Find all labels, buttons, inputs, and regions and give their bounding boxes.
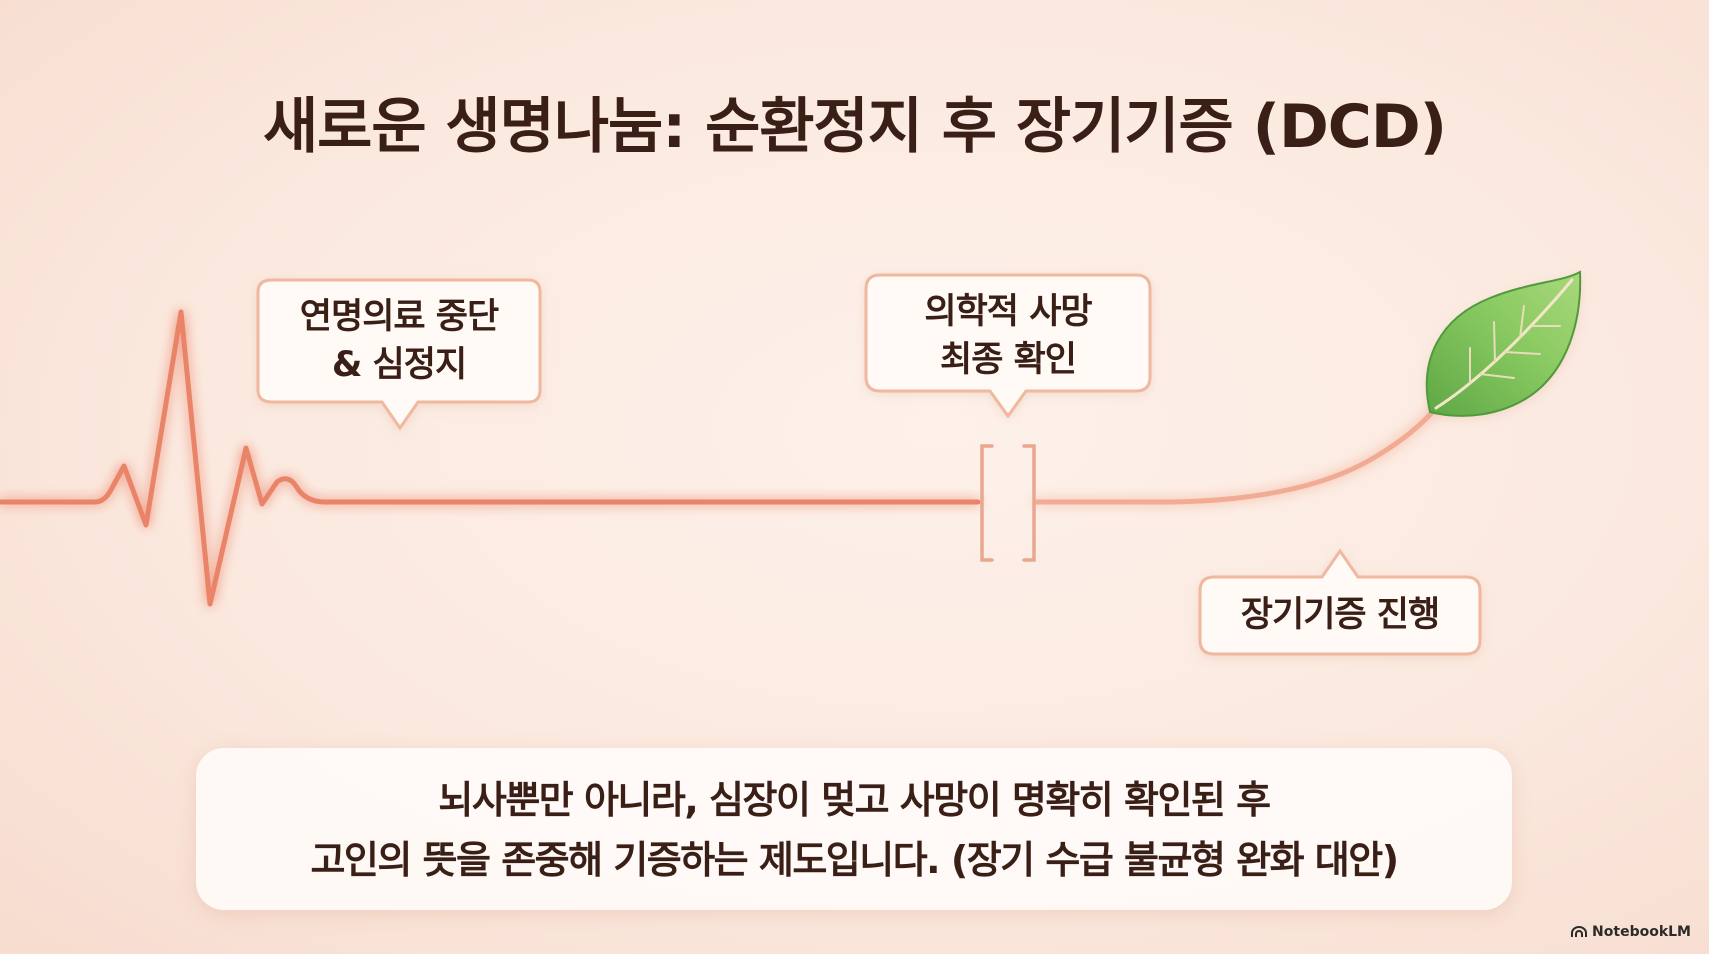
- brand-label: NotebookLM: [1592, 924, 1691, 940]
- callout-death-box: [864, 273, 1152, 419]
- callout-stop: 연명의료 중단 & 심정지: [258, 293, 540, 389]
- leaf-icon: [1425, 270, 1582, 417]
- callout-death-line1: 의학적 사망: [924, 292, 1092, 332]
- ecg-line: [0, 309, 981, 607]
- callout-stop-line2: & 심정지: [331, 345, 467, 385]
- summary-text: 뇌사뿐만 아니라, 심장이 멎고 사망이 명확히 확인된 후 고인의 뜻을 존중…: [196, 770, 1512, 890]
- growth-curve: [1033, 405, 1439, 505]
- callout-stop-line1: 연명의료 중단: [299, 297, 499, 337]
- page-title: 새로운 생명나눔: 순환정지 후 장기기증 (DCD): [262, 92, 1447, 162]
- callout-death-line2: 최종 확인: [940, 340, 1077, 380]
- callout-death: 의학적 사망 최종 확인: [866, 288, 1150, 384]
- death-confirmation-bracket: [980, 444, 1036, 562]
- summary-card: [196, 748, 1512, 910]
- callout-donation: 장기기증 진행: [1200, 591, 1480, 639]
- callout-donation-box: [1198, 548, 1482, 656]
- summary-line1: 뇌사뿐만 아니라, 심장이 멎고 사망이 명확히 확인된 후: [438, 778, 1271, 822]
- callout-donation-line1: 장기기증 진행: [1240, 595, 1440, 635]
- callout-stop-box: [256, 278, 542, 431]
- summary-line2: 고인의 뜻을 존중해 기증하는 제도입니다. (장기 수급 불균형 완화 대안): [310, 838, 1399, 882]
- brand-watermark: NotebookLM: [1571, 924, 1691, 940]
- notebooklm-logo-icon: [1571, 926, 1588, 937]
